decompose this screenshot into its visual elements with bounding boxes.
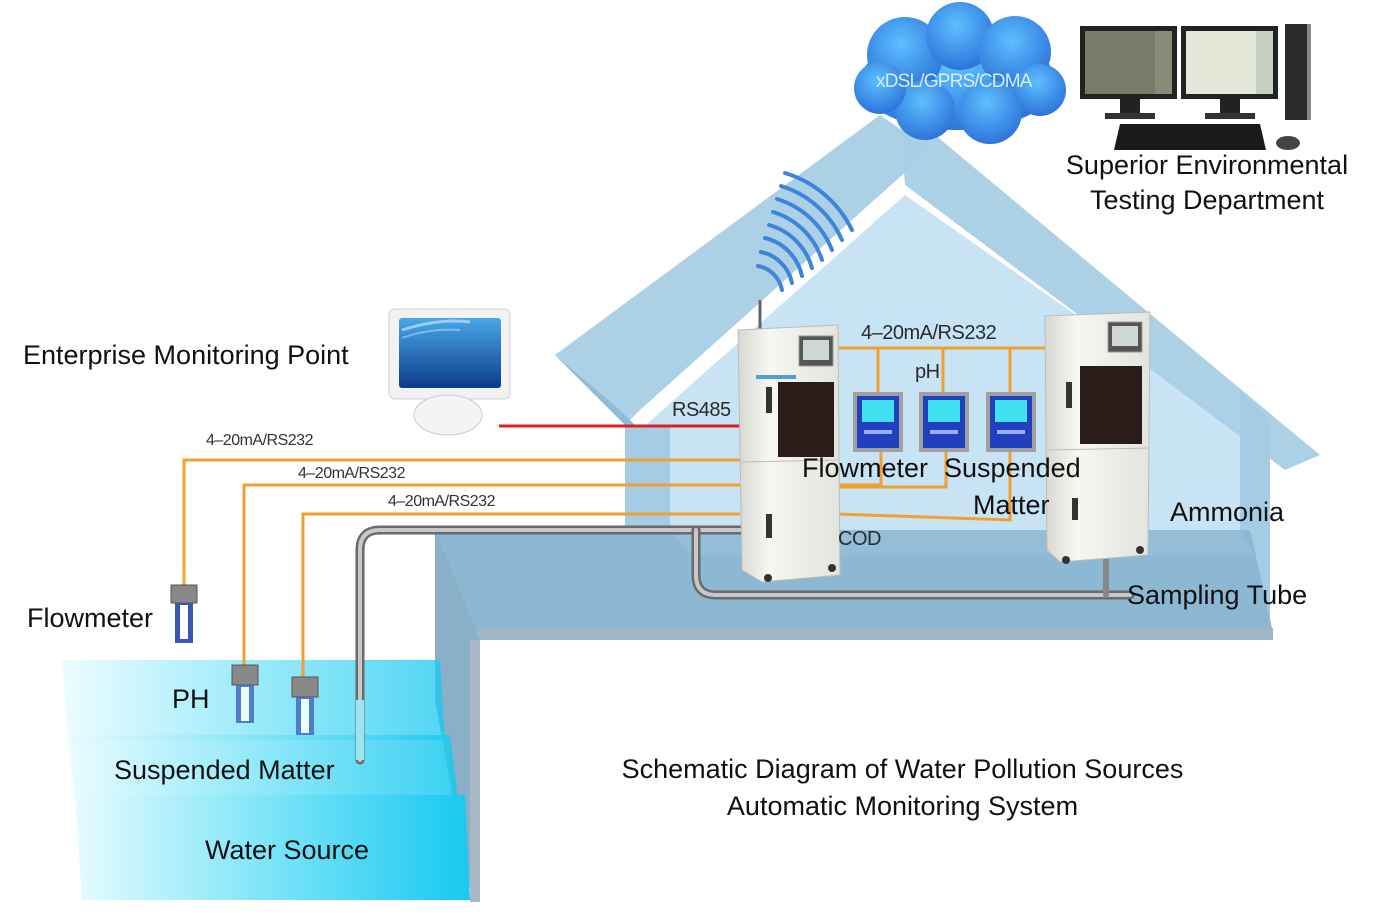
desktop-workstation-icon [1080,24,1311,150]
flowmeter-meter-label: Flowmeter [802,453,929,483]
remote-department-label-line1: Superior Environmental [1065,150,1349,180]
diagram-title: Schematic Diagram of Water Pollution Sou… [590,754,1215,822]
remote-department-label-line2: Testing Department [1089,185,1325,215]
signal-label-1: 4–20mA/RS232 [206,432,313,449]
flowmeter-sensor-label: Flowmeter [27,603,154,633]
signal-line-flowmeter [182,458,740,585]
signal-lines [182,346,1045,680]
diagram-title-line2: Automatic Monitoring System [726,791,1079,821]
water-source-label: Water Source [205,835,370,865]
cloud-icon [854,2,1066,144]
ph-meter-label: pH [915,361,940,383]
cod-label: COD [838,528,881,550]
signal-label-2: 4–20mA/RS232 [298,465,405,482]
enterprise-monitoring-label: Enterprise Monitoring Point [23,340,349,370]
wall-left [625,425,670,535]
suspended-meter-label: Suspended [944,453,1081,483]
ammonia-analyzer-cabinet [1044,311,1151,564]
cloud-label: xDSL/GPRS/CDMA [876,71,1032,92]
monitor-icon [388,308,511,436]
top-bus-label: 4–20mA/RS232 [861,322,997,344]
rs485-label: RS485 [672,399,731,421]
suspended-sensor-label: Suspended Matter [114,755,335,785]
suspended-meter-label-line2: Matter [973,490,1050,520]
ammonia-label: Ammonia [1170,497,1285,527]
flowmeter-probe-icon [170,584,198,643]
flowmeter-transmitter-icon [853,392,903,452]
roof-left [555,115,930,425]
ph-sensor-label: PH [172,684,210,714]
wireless-signal-icon [756,171,854,292]
cod-analyzer-cabinet [737,300,841,583]
suspended-matter-transmitter-icon [986,392,1036,452]
sampling-pipes [355,525,1135,765]
foundation-edge [478,628,1273,640]
sampling-tube-label: Sampling Tube [1127,580,1308,610]
ph-transmitter-icon [919,392,969,452]
signal-label-3: 4–20mA/RS232 [388,493,495,510]
suspended-matter-probe-icon [291,676,319,735]
roof-right [900,120,1320,470]
roof-left-edge [555,355,640,430]
ph-probe-icon [231,664,259,723]
signal-line-suspended [301,512,740,680]
diagram-title-line1: Schematic Diagram of Water Pollution Sou… [621,754,1184,784]
remote-department-label: Superior Environmental Testing Departmen… [1048,150,1366,216]
water-layer-3 [75,795,470,900]
cliff [435,530,480,900]
cliff-face [470,640,480,902]
signal-line-ph [242,483,740,665]
